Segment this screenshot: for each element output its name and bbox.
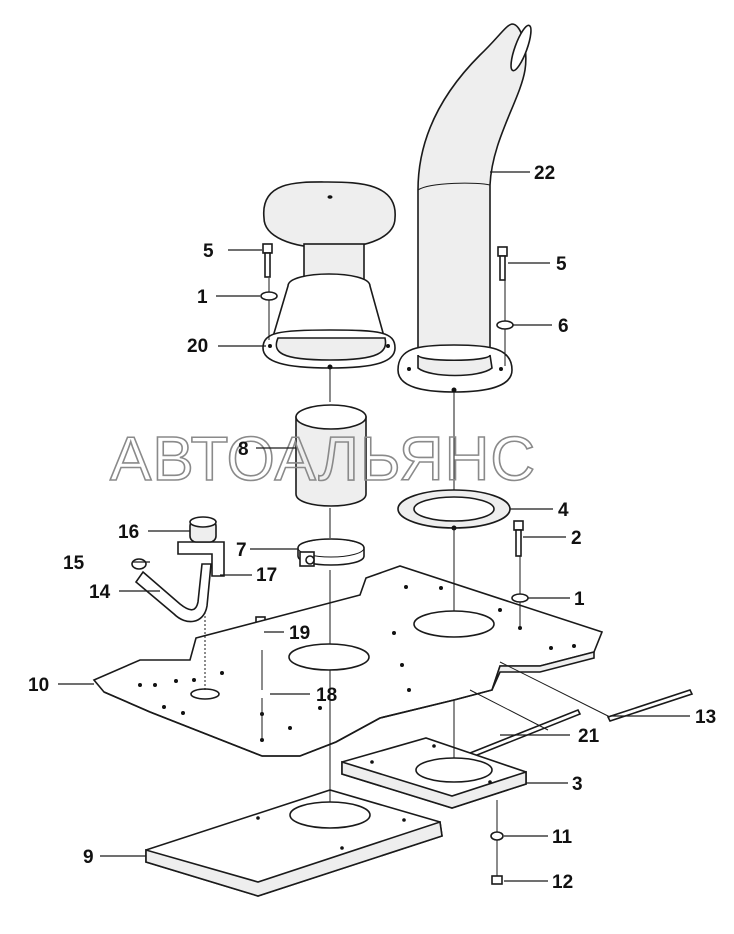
callout-9: 9: [83, 847, 94, 868]
callout-22: 22: [534, 163, 555, 184]
leader-lines: [58, 171, 690, 882]
air-intake-cap: [262, 181, 396, 370]
pad-right: [341, 737, 527, 809]
pad-left: [145, 789, 443, 897]
callout-5-right: 5: [556, 254, 567, 275]
callout-labels: 22 5 1 20 5 6 8 4 2 1 16 15 14 17 7 19 1…: [28, 163, 716, 893]
callout-14: 14: [89, 582, 111, 603]
nut-small: [491, 875, 503, 885]
callout-13: 13: [695, 707, 716, 728]
callout-8: 8: [238, 439, 249, 460]
callout-1-top: 1: [197, 287, 208, 308]
callout-17: 17: [256, 565, 277, 586]
hose-clamp: [297, 538, 365, 567]
breather-assembly: [131, 516, 225, 623]
bolt-right: [496, 246, 514, 330]
callout-12: 12: [552, 872, 573, 893]
callout-18: 18: [316, 685, 337, 706]
callout-15: 15: [63, 553, 85, 574]
callout-16: 16: [118, 522, 139, 543]
callout-19: 19: [289, 623, 310, 644]
callout-4: 4: [558, 500, 569, 521]
assembly-lines: [204, 278, 611, 876]
gasket-ring: [397, 489, 511, 531]
washer-small: [490, 831, 504, 841]
watermark: АВТОАЛЬЯНС: [110, 425, 536, 494]
callout-20: 20: [187, 336, 208, 357]
callout-5-left: 5: [203, 241, 214, 262]
callout-10: 10: [28, 675, 49, 696]
callout-6: 6: [558, 316, 569, 337]
callout-2: 2: [571, 528, 582, 549]
seal-strip-13: [606, 689, 694, 722]
sleeve: [295, 404, 367, 507]
callout-3: 3: [572, 774, 583, 795]
exhaust-pipe: [397, 23, 532, 393]
callout-11: 11: [552, 827, 573, 848]
callout-21: 21: [578, 726, 600, 747]
callout-1-bottom: 1: [574, 589, 585, 610]
callout-7: 7: [236, 540, 247, 561]
mounting-plate: [92, 565, 604, 757]
